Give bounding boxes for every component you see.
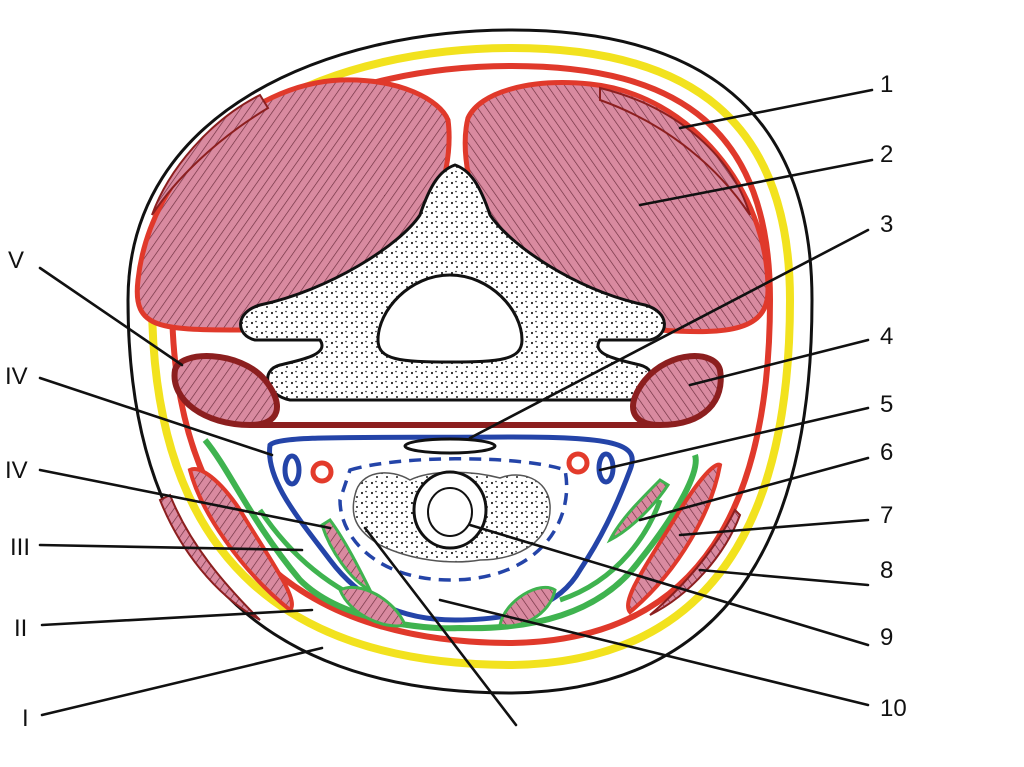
left-carotid-artery <box>310 460 334 484</box>
esophagus <box>403 437 497 455</box>
label-IV-upper: IV <box>5 363 28 390</box>
left-outer-thin-muscle <box>158 493 261 621</box>
right-strap-muscle <box>498 585 557 628</box>
label-3: 3 <box>880 211 893 238</box>
label-III: III <box>10 534 30 561</box>
label-9: 9 <box>880 624 893 651</box>
vertebral-foramen <box>376 273 524 364</box>
label-4: 4 <box>880 323 893 350</box>
prevertebral-fascia <box>202 438 699 632</box>
left-deep-fascia-muscle <box>171 353 280 429</box>
left-leader-lines <box>38 266 518 727</box>
label-II: II <box>14 615 27 642</box>
right-outer-thin-muscle <box>649 508 742 616</box>
right-upper-thin-muscle <box>599 86 751 216</box>
pretracheal-fascia-dashed <box>338 457 569 582</box>
label-5: 5 <box>880 391 893 418</box>
label-10: 10 <box>880 695 907 722</box>
label-6: 6 <box>880 439 893 466</box>
right-lateral-muscle <box>626 462 723 615</box>
right-carotid-artery <box>566 451 590 475</box>
left-jugular-vein <box>282 453 302 487</box>
label-1: 1 <box>880 71 893 98</box>
label-8: 8 <box>880 557 893 584</box>
left-green-muscle <box>320 517 374 594</box>
label-V: V <box>8 247 24 274</box>
trachea-lumen <box>427 487 473 537</box>
left-upper-thin-muscle <box>151 93 270 216</box>
label-IV-lower: IV <box>5 457 28 484</box>
right-leader-lines <box>438 88 874 707</box>
label-2: 2 <box>880 141 893 168</box>
left-strap-muscle <box>338 585 408 628</box>
label-I: I <box>22 705 29 732</box>
right-green-muscle <box>606 478 671 544</box>
right-deep-fascia-muscle <box>630 353 724 429</box>
label-7: 7 <box>880 502 893 529</box>
